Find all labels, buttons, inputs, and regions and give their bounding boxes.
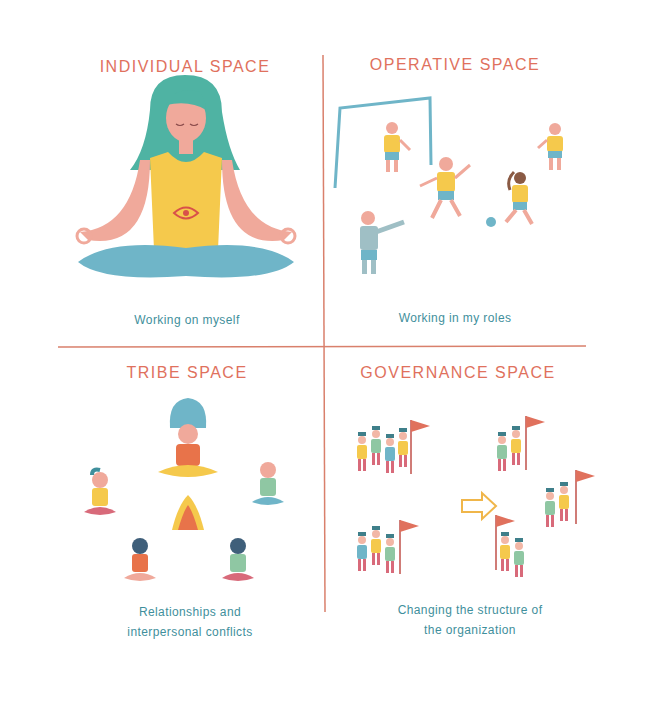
space-title: OPERATIVE SPACE <box>370 56 540 74</box>
divider-lines <box>58 55 586 612</box>
space-caption: Working in my roles <box>399 308 512 328</box>
governance-groups <box>357 416 595 577</box>
meditating-figure <box>77 75 295 277</box>
space-caption: Working on myself <box>134 310 239 330</box>
space-title: INDIVIDUAL SPACE <box>100 58 271 76</box>
tribe-circle <box>84 398 284 581</box>
space-caption: Relationships and interpersonal conflict… <box>105 602 275 642</box>
space-title: GOVERNANCE SPACE <box>360 364 555 382</box>
soccer-scene <box>335 98 563 274</box>
space-caption: Changing the structure of the organizati… <box>390 600 550 640</box>
space-title: TRIBE SPACE <box>126 364 247 382</box>
